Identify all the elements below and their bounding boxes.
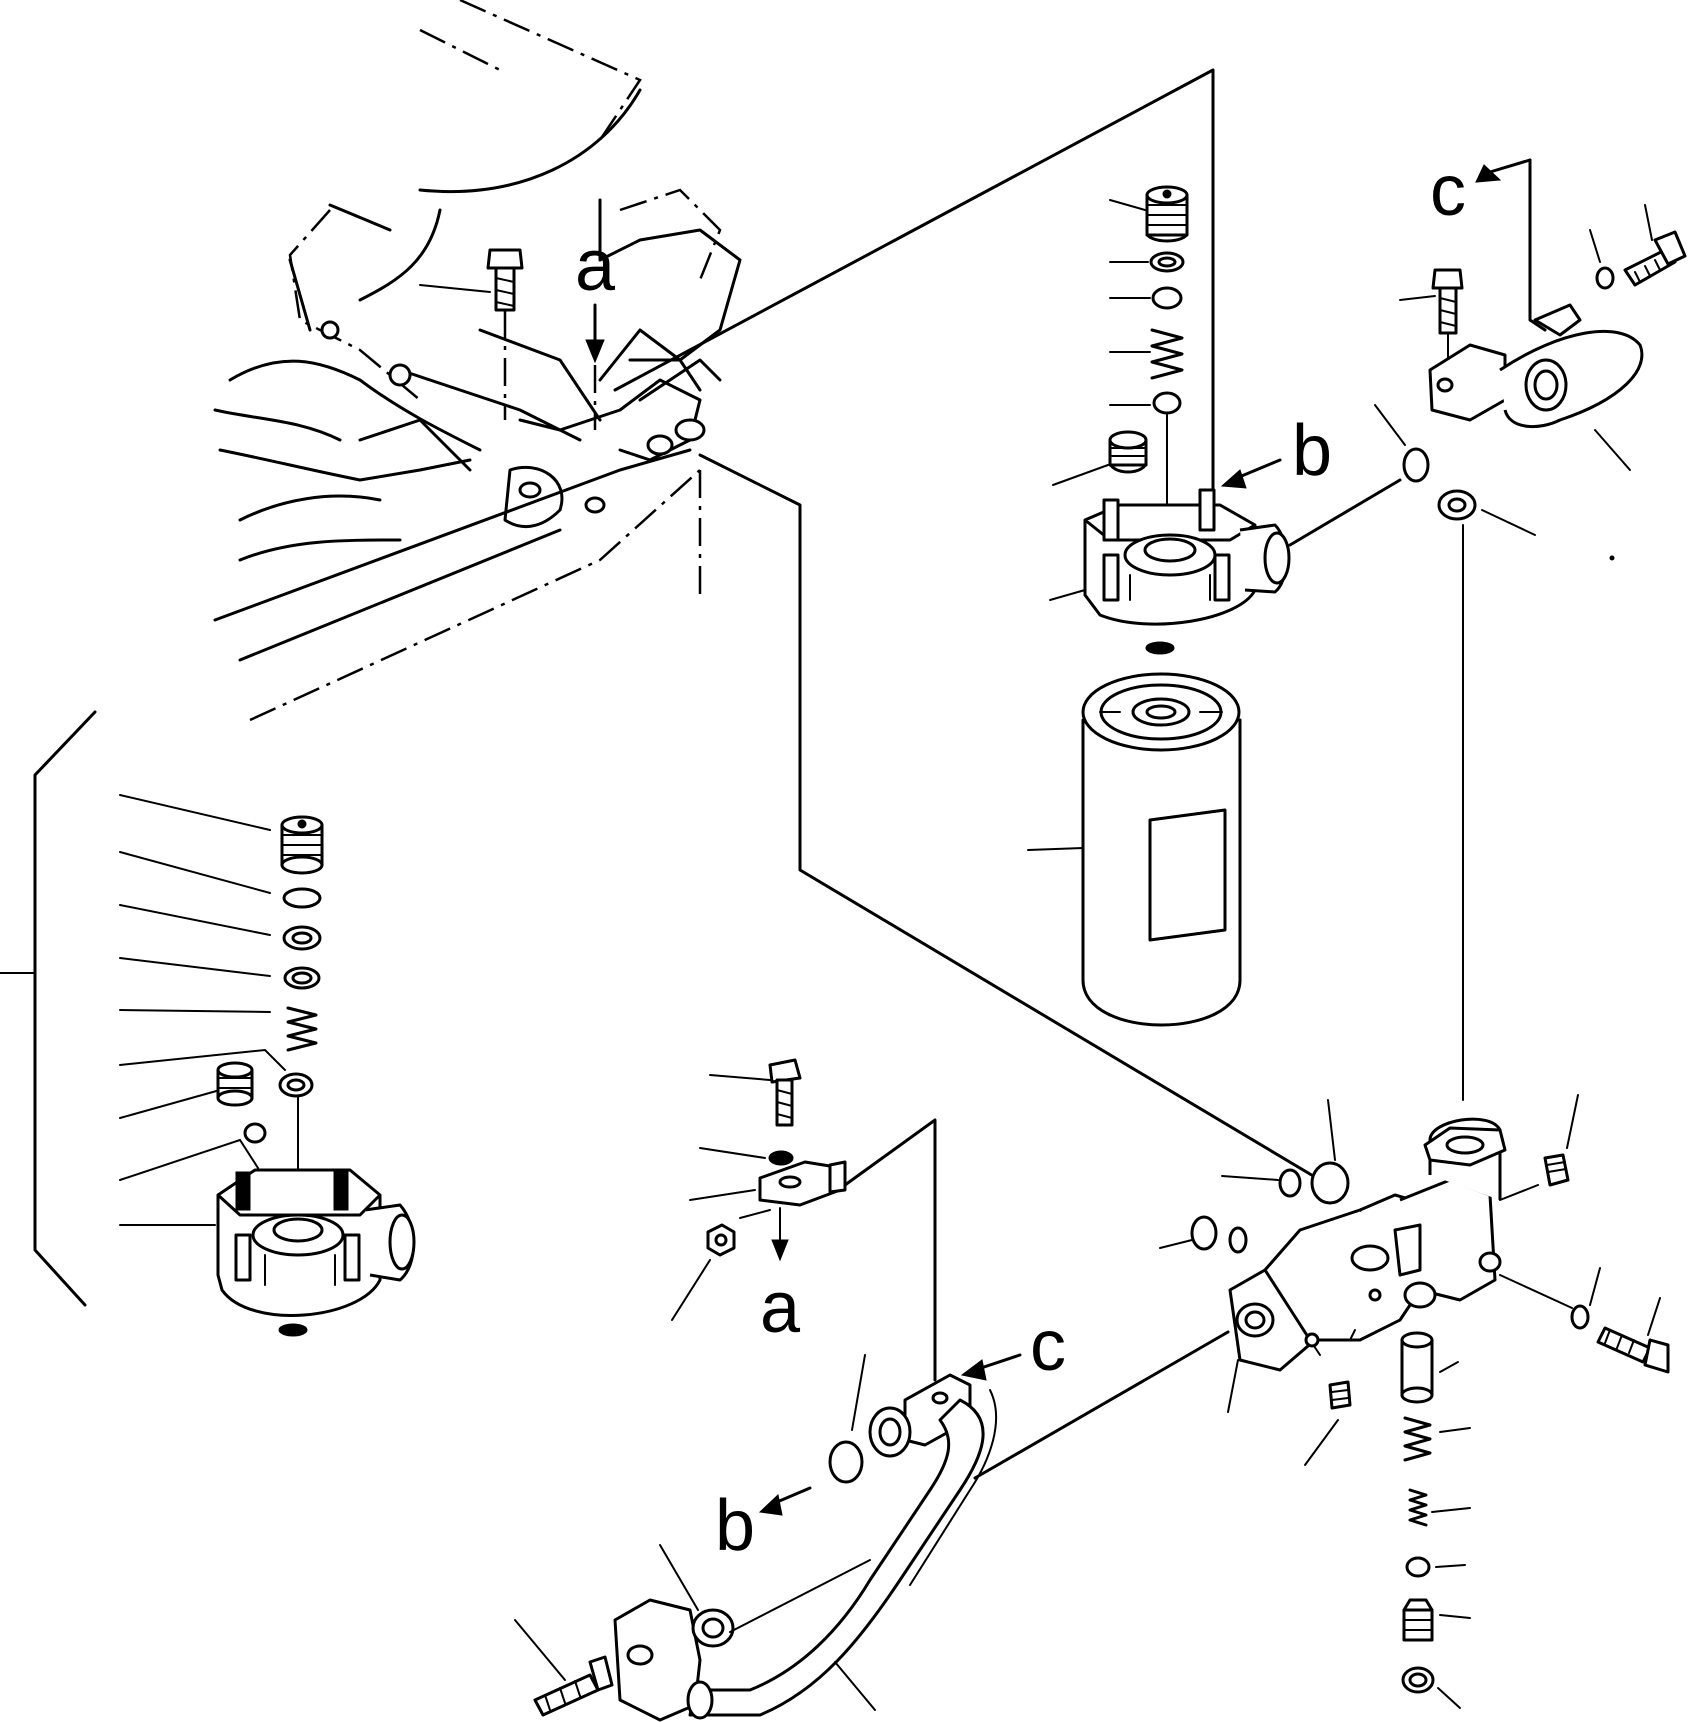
engine-bolt <box>420 250 522 420</box>
washer-alternate-1-inner <box>293 933 311 943</box>
washer-alternate-3-inner <box>288 1080 304 1090</box>
callout-label-b-bottom: b <box>715 1486 755 1566</box>
valve-body <box>1160 1095 1668 1708</box>
connector-washer <box>1597 268 1613 288</box>
speck <box>1610 556 1614 560</box>
callout-b-top: b <box>1222 411 1332 491</box>
valve-spring-2 <box>1410 1490 1426 1525</box>
pipe-clamp-bolt <box>515 1620 612 1715</box>
callout-label-a-bottom: a <box>760 1268 801 1348</box>
o-ring-top-2 <box>1154 393 1180 413</box>
valve-plug-top <box>1545 1095 1578 1185</box>
plug-side-top <box>1110 432 1146 472</box>
washer-top-2 <box>1159 258 1175 266</box>
valve-washer-right <box>1572 1306 1588 1328</box>
callout-label-a-top: a <box>575 226 616 306</box>
valve-o-ring-3 <box>1192 1217 1216 1249</box>
callout-a-top: a <box>575 226 616 430</box>
valve-o-ring-1 <box>1280 1170 1300 1196</box>
bracket-nut <box>708 1225 734 1255</box>
spring-alternate <box>288 1008 316 1050</box>
bracket-assembly: a <box>672 1060 935 1380</box>
filter-cartridge <box>1028 674 1240 1025</box>
connector-o-ring <box>1404 449 1428 481</box>
pipe-assembly: c b <box>515 1306 1228 1720</box>
leader-engine-to-valve <box>700 455 1320 1180</box>
bracket-bolt <box>710 1060 800 1125</box>
engine-block <box>215 0 740 720</box>
valve-bolt-right <box>1590 1268 1668 1372</box>
valve-plug-bottom <box>1305 1382 1350 1465</box>
pipe-o-ring <box>830 1442 862 1482</box>
connector-top-right: c <box>1375 151 1685 1100</box>
bracket-washer <box>769 1151 793 1165</box>
callout-label-b-top: b <box>1292 411 1332 491</box>
valve-spring-1 <box>1405 1418 1430 1460</box>
plug-alternate <box>282 817 322 873</box>
connector-bolt-top <box>1400 270 1462 360</box>
o-ring-alternate-1 <box>284 889 320 907</box>
callout-label-c-top: c <box>1430 151 1466 231</box>
connector-bolt-right <box>1590 205 1685 285</box>
plug-side-alternate <box>218 1063 252 1105</box>
plug-top <box>1147 187 1187 241</box>
filter-head-alternate <box>0 712 414 1336</box>
connector-seal <box>1439 491 1535 535</box>
spring-top <box>1152 330 1182 378</box>
valve-piston <box>1402 1333 1458 1402</box>
valve-o-ring-2 <box>1312 1163 1348 1203</box>
leader-engine-to-head <box>615 70 1213 495</box>
o-ring-top-1 <box>1153 288 1181 308</box>
callout-label-c-bottom: c <box>1030 1306 1066 1386</box>
valve-o-ring-4 <box>1230 1228 1246 1252</box>
valve-plug-stack <box>1404 1600 1470 1640</box>
washer-alternate-2-inner <box>293 973 311 983</box>
o-ring-alternate-small <box>245 1124 265 1142</box>
valve-o-ring-stack <box>1407 1558 1429 1576</box>
filter-head-top <box>1050 187 1400 654</box>
